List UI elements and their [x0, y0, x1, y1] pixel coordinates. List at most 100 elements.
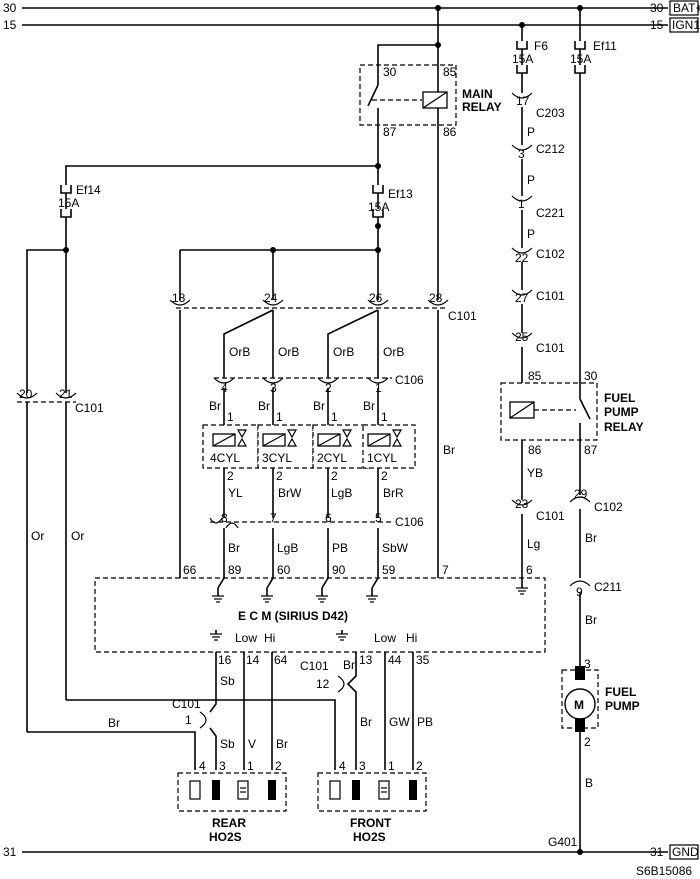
ecm-hi-2: Hi — [406, 631, 417, 645]
c211-9-conn: C211 — [594, 580, 622, 594]
inj1-in-wire: Br — [363, 399, 375, 413]
chain-c101a: 27 C101 — [510, 289, 565, 305]
front-o2-label-2: HO2S — [353, 830, 386, 844]
relay-output-wiring — [65, 125, 439, 300]
inj1-p2: 2 — [381, 469, 388, 483]
inj3-p2: 2 — [276, 469, 283, 483]
chain-c102: 22 C102 — [510, 247, 565, 265]
front-o2-label-1: FRONT — [350, 816, 392, 830]
ecm-pin-13: 13 — [359, 653, 373, 667]
wire-or-right: Or — [71, 529, 84, 543]
c102-29-pin: 29 — [574, 487, 588, 501]
chain-c221-wire: P — [527, 227, 535, 241]
gnd-tag: GND — [672, 845, 699, 859]
main-relay-pin85: 85 — [443, 65, 457, 79]
chain-c221-pin: 1 — [518, 197, 525, 211]
c101-top-pin-28: 28 — [429, 291, 443, 305]
chain-c102-conn: C102 — [536, 247, 565, 261]
ecm-in-wire-59: SbW — [382, 541, 409, 555]
wire-b-pump: B — [585, 776, 593, 790]
injector-3cyl: 1 3CYL 2 BrW — [262, 410, 302, 500]
ign-rail: 15 15 IGN1 — [3, 17, 700, 33]
main-relay-label-1: MAIN — [462, 87, 493, 101]
feed-wire-1: OrB — [383, 345, 404, 359]
gnd-rail: 31 31 GND — [3, 844, 699, 860]
inj4-name: 4CYL — [210, 451, 240, 465]
ground-g401: G401 — [548, 835, 578, 849]
front-pin-3: 3 — [359, 759, 366, 773]
ecm-pin-35: 35 — [416, 653, 430, 667]
ef14-name: Ef14 — [76, 183, 101, 197]
ef14-rating: 15A — [58, 196, 79, 210]
fuel-pump-feed: 29 C102 Br 9 C211 Br — [568, 440, 623, 666]
chain-c203-conn: C203 — [536, 106, 565, 120]
rear-pin-1: 1 — [247, 759, 254, 773]
fuel-relay-to-ecm: YB 23 C101 Lg — [510, 440, 565, 578]
c101-23-conn: C101 — [536, 509, 565, 523]
inj3-in-wire: Br — [258, 399, 270, 413]
inj2-name: 2CYL — [317, 451, 347, 465]
connector-c101-top: 18 24 26 28 C101 — [169, 291, 477, 323]
inj3-out-wire: BrW — [278, 486, 302, 500]
fuel-relay-p87: 87 — [584, 443, 598, 457]
inj2-out-wire: LgB — [331, 486, 352, 500]
chain-c203-pin: 17 — [516, 94, 530, 108]
ecm-module: E C M (SIRIUS D42) 66 89 60 90 59 7 6 Lo… — [94, 563, 546, 667]
ecm-low-1: Low — [235, 631, 257, 645]
pump-p3: 3 — [584, 657, 591, 671]
inj2-p1: 1 — [331, 410, 338, 424]
figure-code: S6B15086 — [636, 864, 692, 878]
chain-c203: 17 C203 P — [510, 92, 565, 139]
c101-top-pin-18: 18 — [172, 291, 186, 305]
gnd-rail-right-label: 31 — [650, 845, 664, 859]
chain-c212-conn: C212 — [536, 142, 565, 156]
inj4-out-wire: YL — [228, 486, 243, 500]
main-relay-pin87: 87 — [383, 125, 397, 139]
wire-sb-rear: Sb — [220, 737, 235, 751]
front-pin-4: 4 — [339, 759, 346, 773]
feed-wire-2: OrB — [333, 345, 354, 359]
ecm-pin-44: 44 — [388, 653, 402, 667]
c101-top-pin-26: 26 — [369, 291, 383, 305]
pump-label-1: FUEL — [605, 685, 636, 699]
wire-28-br: Br — [443, 443, 455, 457]
inj4-p2: 2 — [227, 469, 234, 483]
c106-bot-pin-7: 7 — [270, 511, 277, 525]
c211-9-pin: 9 — [576, 585, 583, 599]
inj4-in-wire: Br — [209, 399, 221, 413]
pump-label-2: PUMP — [605, 699, 640, 713]
ign-tag: IGN1 — [672, 18, 700, 32]
ecm-pin-60: 60 — [277, 563, 291, 577]
fuel-relay-p30: 30 — [584, 369, 598, 383]
wire-v-rear: V — [248, 737, 256, 751]
c106-bot-pin-6: 6 — [325, 511, 332, 525]
ef11-name: Ef11 — [593, 39, 617, 53]
ecm-pin-59: 59 — [382, 563, 396, 577]
injector-4cyl: 1 4CYL 2 YL — [210, 410, 248, 500]
fuel-chain: 17 C203 P 3 C212 P 1 C221 P 22 C102 27 — [510, 73, 565, 383]
chain-c101a-pin: 27 — [515, 291, 529, 305]
rear-pin-2: 2 — [275, 759, 282, 773]
c101-1-pin: 1 — [185, 713, 192, 727]
inj2-in-wire: Br — [313, 399, 325, 413]
feed-wire-4: OrB — [229, 345, 250, 359]
ecm-in-wire-60: LgB — [277, 541, 298, 555]
wire-gw-front: GW — [389, 715, 410, 729]
chain-c203-wire: P — [527, 125, 535, 139]
injector-2cyl: 1 2CYL 2 LgB — [317, 410, 352, 500]
ecm-pin-16: 16 — [218, 653, 232, 667]
rear-o2-label-2: HO2S — [209, 830, 242, 844]
ef13-rating: 15A — [368, 200, 389, 214]
main-relay-pin86: 86 — [443, 125, 457, 139]
fuel-relay-p85: 85 — [528, 369, 542, 383]
injectors: Br Br Br Br 1 4CYL 2 YL 1 3CYL 2 BrW 1 — [202, 388, 416, 518]
chain-c101a-conn: C101 — [536, 289, 565, 303]
inj2-p2: 2 — [331, 469, 338, 483]
c106-bot-pin-5: 5 — [375, 511, 382, 525]
front-pin-1: 1 — [388, 759, 395, 773]
main-relay: 30 85 87 86 MAIN RELAY — [359, 8, 502, 139]
chain-c102-pin: 22 — [515, 251, 529, 265]
ecm-pin-66: 66 — [183, 563, 197, 577]
c101-12-conn: C101 — [300, 659, 329, 673]
f6-name: F6 — [534, 39, 548, 53]
